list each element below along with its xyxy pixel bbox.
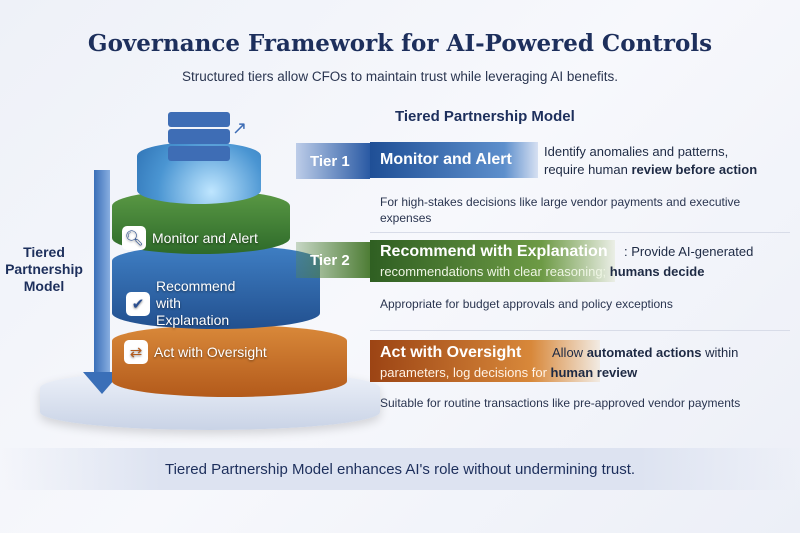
tier-2-flag: Tier 2 — [296, 242, 370, 278]
tier-1-band: Monitor and Alert — [370, 142, 538, 178]
server-icon — [168, 112, 230, 162]
pyramid-graphic: ↗ 🔍︎Monitor and Alert ✔Recommend with Ex… — [0, 0, 380, 440]
tier-1-flag: Tier 1 — [296, 143, 370, 179]
tier-2-description-b: recommendations with clear reasoning; hu… — [380, 264, 705, 279]
subtitle: Structured tiers allow CFOs to maintain … — [182, 69, 618, 84]
divider — [370, 330, 790, 331]
tier-2-band: Recommend with Explanation — [370, 240, 615, 282]
tier-3-layer — [112, 325, 347, 397]
pyramid-label-tier-3: ⇄Act with Oversight — [124, 340, 267, 364]
page-title: Governance Framework for AI-Powered Cont… — [87, 30, 713, 57]
pyramid-label-tier-2: ✔Recommend with Explanation — [126, 278, 256, 329]
checklist-icon: ✔ — [126, 291, 150, 316]
tier-1-use-case: For high-stakes decisions like large ven… — [380, 195, 741, 225]
tier-3-description-a: Allow automated actions within — [552, 345, 739, 360]
tier-3-band: Act with Oversight — [370, 340, 600, 382]
growth-arrow-icon: ↗ — [232, 118, 248, 138]
tier-1-description: Identify anomalies and patterns, require… — [544, 144, 758, 177]
tier-3-description-b: parameters, log decisions for human revi… — [380, 365, 638, 380]
magnifier-icon: 🔍︎ — [122, 226, 146, 250]
divider — [370, 232, 790, 233]
side-arrow — [94, 170, 110, 375]
workflow-icon: ⇄ — [124, 340, 148, 364]
pyramid-label-tier-1: 🔍︎Monitor and Alert — [122, 226, 258, 250]
side-arrow-head — [83, 372, 121, 394]
footer-banner: Tiered Partnership Model enhances AI's r… — [0, 448, 800, 490]
tier-2-description-a: : Provide AI-generated — [624, 244, 754, 259]
side-label: Tiered Partnership Model — [5, 244, 83, 294]
tier-2-use-case: Appropriate for budget approvals and pol… — [380, 297, 673, 311]
model-heading: Tiered Partnership Model — [395, 108, 575, 125]
tier-3-use-case: Suitable for routine transactions like p… — [380, 396, 741, 410]
